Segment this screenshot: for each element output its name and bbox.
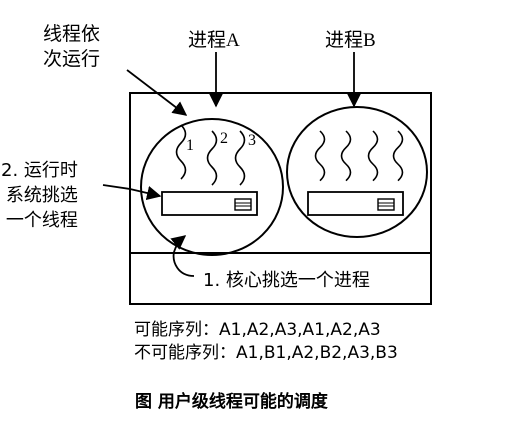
annotation-line: 系统挑选	[5, 185, 78, 206]
process-b-label: 进程B	[325, 30, 376, 51]
arrow-kernel-selects	[170, 235, 195, 277]
runtime-system-a	[161, 191, 258, 216]
thread-number-3: 3	[248, 132, 256, 149]
thread-wave	[340, 130, 352, 182]
thread-wave	[367, 130, 379, 182]
thread-wave	[392, 130, 404, 182]
process-a-label: 进程A	[188, 30, 240, 51]
impossible-sequence: 不可能序列：A1,B1,A2,B2,A3,B3	[134, 343, 398, 363]
process-a-threads	[175, 124, 246, 186]
annotation-line: 2. 运行时	[1, 160, 78, 181]
thread-wave	[206, 130, 218, 186]
thread-wave	[234, 130, 246, 186]
process-b-circle	[286, 106, 428, 238]
possible-sequence: 可能序列：A1,A2,A3,A1,A2,A3	[134, 320, 381, 340]
arrow-runtime-selects	[102, 184, 162, 201]
system-box	[129, 92, 432, 305]
process-a-circle	[140, 118, 284, 256]
thread-number-2: 2	[220, 130, 228, 147]
annotation-line: 次运行	[43, 48, 101, 70]
annotation-threads-in-turn: 线程依 次运行	[43, 22, 100, 72]
runtime-system-b	[307, 191, 404, 216]
annotation-line: 一个线程	[5, 210, 78, 231]
arrow-threads-in-turn	[126, 69, 188, 116]
thread-wave	[175, 124, 187, 180]
process-b-threads	[314, 130, 404, 182]
annotation-line: 线程依	[43, 23, 101, 45]
kernel-selects-label: 1. 核心挑选一个进程	[203, 270, 370, 291]
thread-number-1: 1	[186, 137, 194, 154]
thread-wave	[314, 130, 326, 182]
figure-caption: 图 用户级线程可能的调度	[135, 392, 328, 412]
annotation-runtime-selects: 2. 运行时 系统挑选 一个线程	[1, 158, 78, 233]
